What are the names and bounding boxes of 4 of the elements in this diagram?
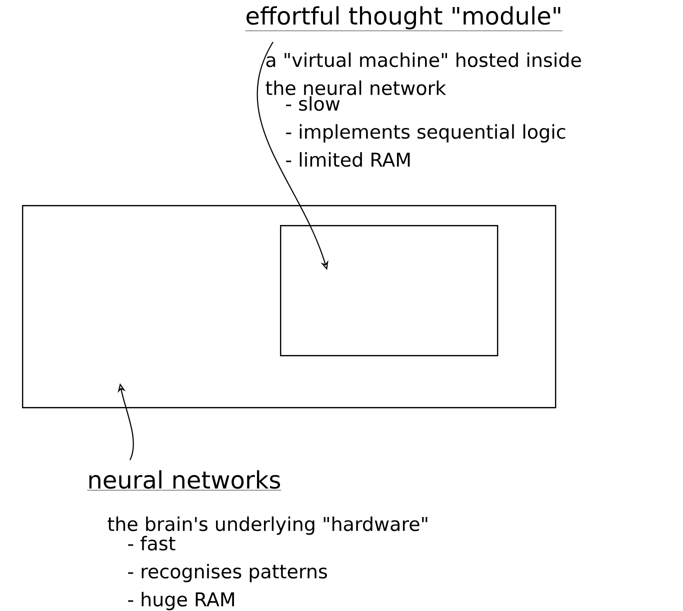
note: neural networks the brain's underlying "hardware" - fast - recognises patterns - huge RAM <box>87 470 428 610</box>
note: effortful thought "module" a "virtual machine" hosted inside the neural network - slow - implements sequential logic - limited RAM <box>245 6 581 167</box>
box <box>280 225 498 356</box>
box <box>22 205 556 408</box>
